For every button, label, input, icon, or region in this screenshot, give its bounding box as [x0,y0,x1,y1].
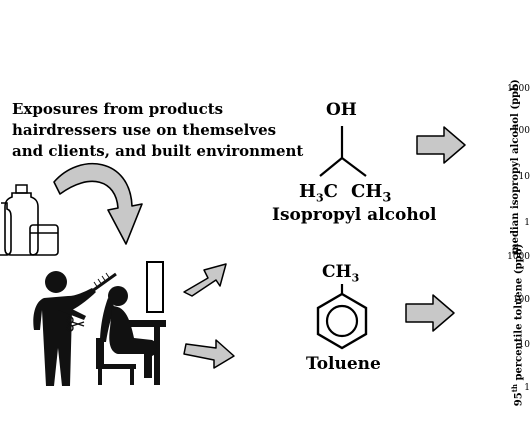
caption-line-1: Exposures from products [12,100,224,118]
toluene-tick-100: 100 [512,295,530,305]
isopropyl-tick-10: 10 [518,172,530,182]
block-arrow-icon [405,294,455,332]
toluene-tick-1000: 1000 [507,252,530,262]
isopropyl-right-group: CH3 [351,181,392,206]
toluene-axis-prefix: 95 [513,392,525,407]
caption-line-2: hairdressers use on themselves [12,121,277,139]
hairdresser-scene-icon [33,261,166,386]
scissors-icon [66,316,85,332]
toluene-methyl-group: CH3 [322,262,360,285]
isopropyl-name: Isopropyl alcohol [272,205,437,225]
block-arrow-icon [183,339,235,369]
block-arrow-icon [183,263,227,297]
product-bottles-icon [0,184,59,256]
isopropyl-tick-100: 100 [512,126,530,136]
toluene-axis-main: percentile toluene (ppb) [513,243,525,381]
curved-arrow-icon [53,162,143,245]
comb-icon [87,272,117,296]
toluene-tick-10: 10 [518,340,530,350]
isopropyl-bond-lines [319,126,367,177]
exposure-caption: Exposures from products hairdressers use… [12,99,312,162]
isopropyl-top-group: OH [326,100,357,120]
isopropyl-tick-1000: 1000 [507,84,530,94]
caption-line-3: and clients, and built environment [12,142,304,160]
mirror-icon [146,261,164,313]
isopropyl-tick-1: 1 [524,218,530,228]
benzene-ring-icon [316,284,368,350]
block-arrow-icon [416,126,466,164]
toluene-name: Toluene [306,354,381,374]
isopropyl-axis-label: median isopropyl alcohol (ppb) [510,79,521,254]
isopropyl-left-group: H3C [299,181,338,205]
toluene-tick-1: 1 [524,383,530,393]
